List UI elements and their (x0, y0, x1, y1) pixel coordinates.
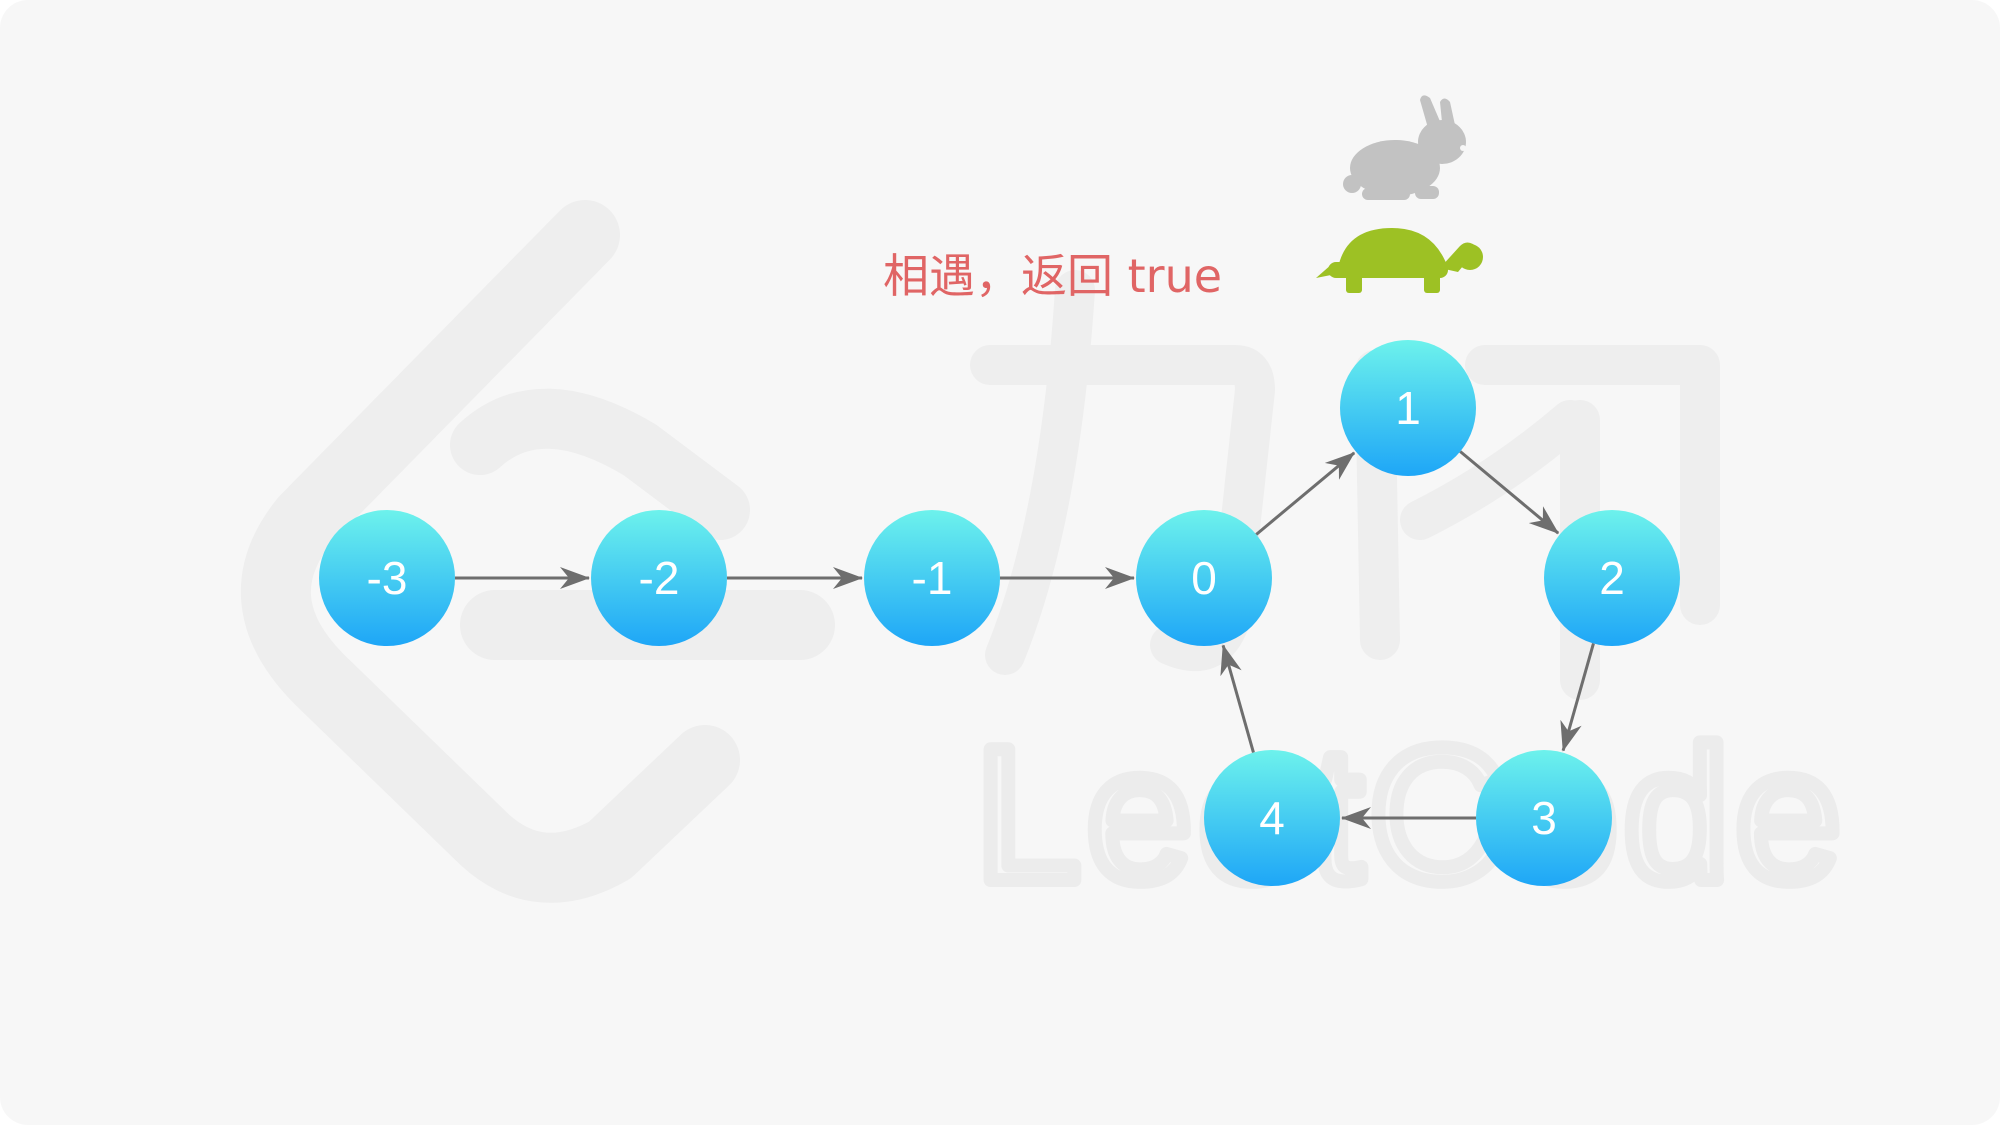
list-node-n3: 3 (1476, 750, 1612, 886)
edge-n1-to-n2 (1459, 450, 1560, 535)
nodes-layer: -3 -2 -1 0 1 2 3 4 (319, 340, 1680, 886)
node-label: -3 (367, 552, 408, 604)
edge-n4-to-n0 (1220, 644, 1255, 753)
list-node-n-2: -2 (591, 510, 727, 646)
node-circle (1136, 510, 1272, 646)
node-label: 4 (1259, 792, 1285, 844)
node-label: -1 (912, 552, 953, 604)
node-label: -2 (639, 552, 680, 604)
node-label: 2 (1599, 552, 1625, 604)
rabbit-icon (1343, 95, 1466, 200)
list-node-n-1: -1 (864, 510, 1000, 646)
edge-n0-to-n1 (1255, 451, 1356, 536)
list-node-n4: 4 (1204, 750, 1340, 886)
list-node-n2: 2 (1544, 510, 1680, 646)
node-circle (1204, 750, 1340, 886)
node-circle (591, 510, 727, 646)
list-node-n-3: -3 (319, 510, 455, 646)
node-circle (319, 510, 455, 646)
node-circle (1544, 510, 1680, 646)
turtle-icon (1316, 228, 1483, 293)
node-circle (1476, 750, 1612, 886)
edge-n2-to-n3 (1560, 643, 1595, 752)
node-label: 0 (1191, 552, 1217, 604)
node-label: 3 (1531, 792, 1557, 844)
node-circle (864, 510, 1000, 646)
node-label: 1 (1395, 382, 1421, 434)
list-node-n1: 1 (1340, 340, 1476, 476)
list-node-n0: 0 (1136, 510, 1272, 646)
node-circle (1340, 340, 1476, 476)
edges-layer (455, 450, 1595, 829)
watermark-text: LeetCode (975, 709, 1847, 921)
caption-text: 相遇，返回 true (883, 249, 1222, 303)
